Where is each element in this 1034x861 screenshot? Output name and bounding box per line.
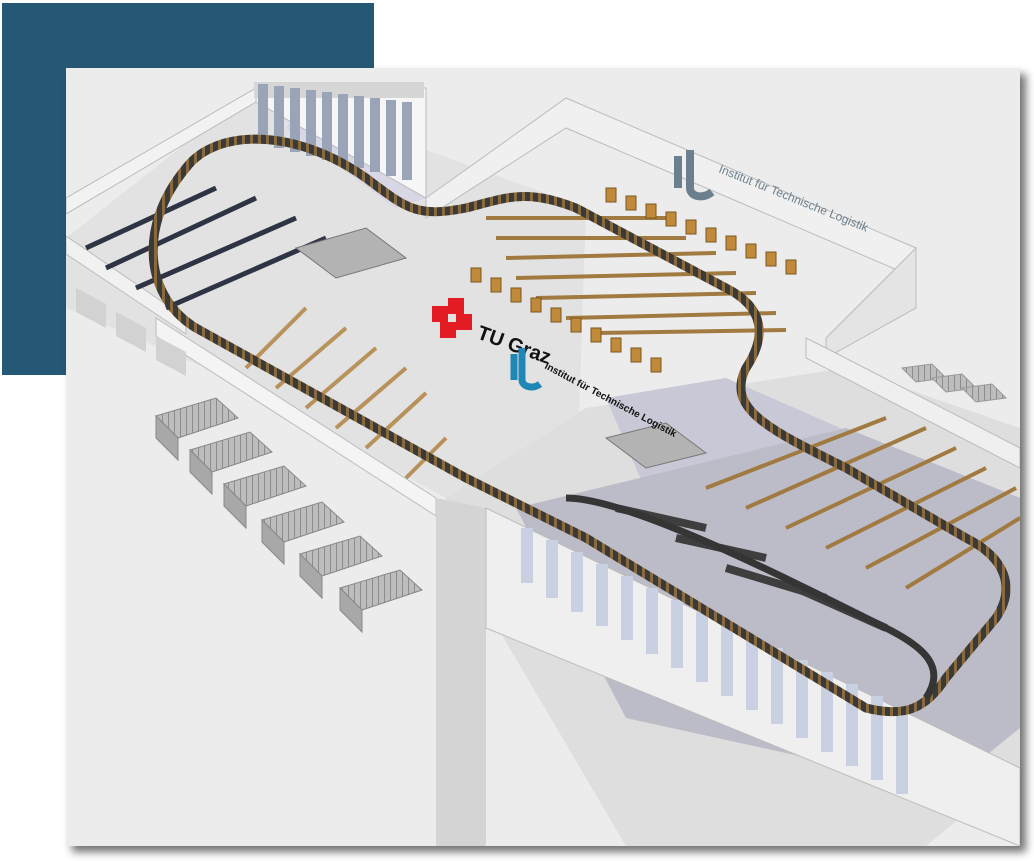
roll-cage-group: [155, 397, 423, 634]
pallet-row-south: [470, 267, 662, 373]
window-row-north: [258, 84, 412, 180]
mezzanine-south: [604, 422, 708, 469]
wall-dock-upper: [66, 235, 187, 335]
sorter-loop: [148, 134, 1011, 717]
warehouse-render: TU Graz Institut für Technische Logistik…: [66, 68, 1020, 846]
dock-door-row: [76, 288, 186, 376]
feeder-lines: [84, 185, 328, 311]
inner-loop: [565, 494, 938, 700]
wall-east: [805, 337, 1020, 469]
wall-building-west: [436, 498, 486, 846]
warehouse-scene: TU Graz Institut für Technische Logistik…: [66, 68, 1020, 846]
pallet-row-north: [605, 187, 797, 275]
window-row-south: [521, 528, 908, 794]
cage-group-east: [900, 363, 1008, 403]
mezzanine-west: [294, 227, 408, 279]
